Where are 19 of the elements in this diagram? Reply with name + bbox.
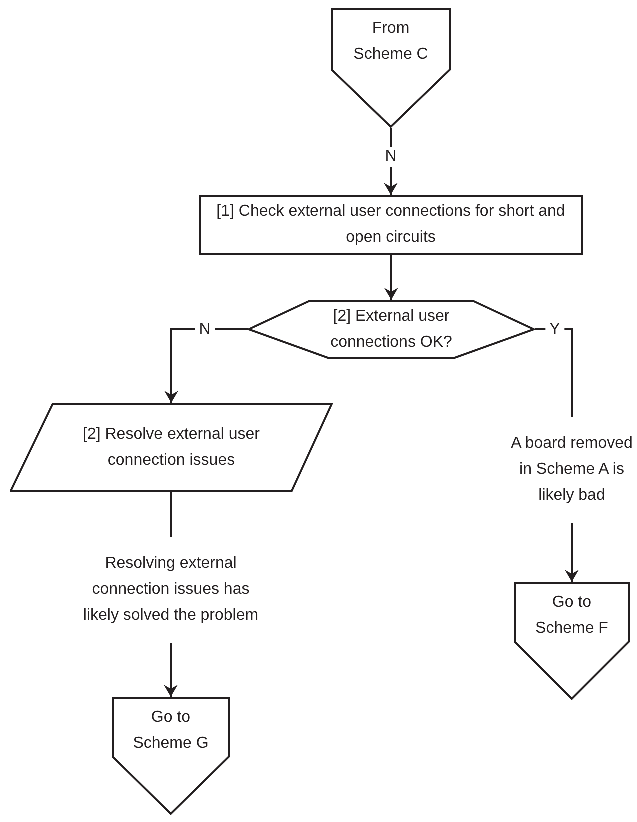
node-text: Go to Scheme F: [534, 593, 610, 639]
note-text: Resolving external connection issues has likely solved the problem: [82, 554, 260, 626]
io-parallelogram: [10, 403, 333, 492]
connector-arrow: [164, 643, 178, 697]
node-text: [2] External user connections OK?: [330, 306, 454, 352]
off-page-connector: [514, 582, 630, 700]
decision-hexagon: [248, 300, 535, 359]
node-text: [1] Check external user connections for short and open circuits: [216, 202, 566, 248]
connector-arrow: [565, 523, 579, 582]
note-text: A board removed in Scheme A is likely bad: [510, 434, 634, 506]
off-page-connector: [331, 8, 451, 128]
node-text: Go to Scheme G: [132, 708, 210, 754]
off-page-connector: [112, 697, 230, 815]
connector-arrow: [164, 328, 248, 403]
node-text: [2] Resolve external user connection issues: [82, 424, 261, 470]
process-box: [199, 195, 583, 255]
connector-arrow: [384, 128, 398, 195]
node-text: From Scheme C: [352, 19, 430, 65]
connector-arrow: [384, 254, 398, 300]
